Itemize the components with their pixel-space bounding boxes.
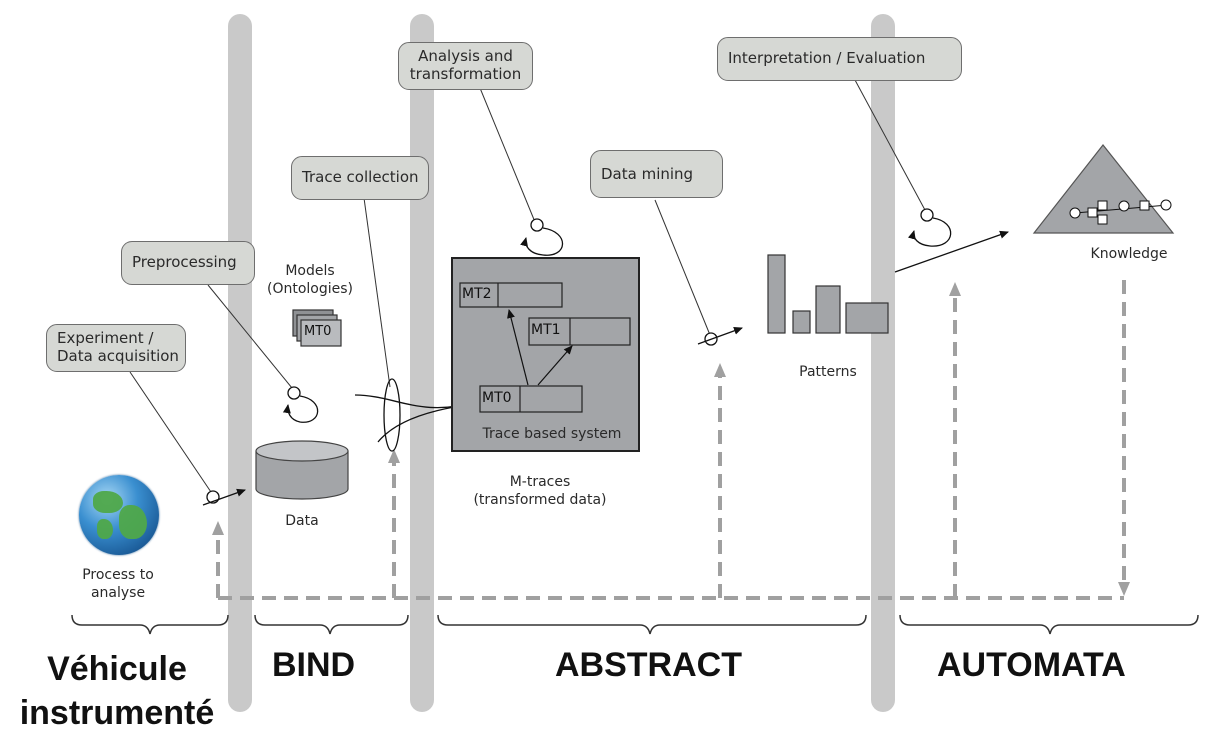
mt2-label: MT2 [462,286,492,302]
mtraces-label: M-traces (transformed data) [455,473,625,509]
callout-analysis: Analysis and transformation [398,42,533,90]
globe-icon [79,475,159,555]
callout-interpretation-text: Interpretation / Evaluation [728,49,926,67]
feedback-loop [212,280,1130,600]
callout-preprocessing-text: Preprocessing [132,253,237,271]
trace-based-system-label: Trace based system [482,426,622,442]
phase-vehicule: Véhicule instrumenté [6,647,228,735]
patterns-label: Patterns [799,364,857,380]
callout-experiment-line1: Experiment / [57,329,154,347]
knowledge-label: Knowledge [1090,246,1168,262]
callout-experiment: Experiment / Data acquisition [46,324,186,372]
operator-symbols [202,208,1009,506]
callout-analysis-line1: Analysis and [418,47,513,65]
models-mt0-label: MT0 [304,324,332,339]
knowledge-triangle [1032,144,1175,234]
phase-abstract: ABSTRACT [555,646,742,684]
separator-band [410,14,434,712]
callout-analysis-line2: transformation [409,65,522,83]
callout-data-mining-text: Data mining [601,165,694,183]
models-stack [292,309,342,347]
process-label-line1: Process to [82,567,154,583]
data-label: Data [285,513,319,529]
callout-trace-collection: Trace collection [291,156,429,200]
callout-interpretation: Interpretation / Evaluation [717,37,962,81]
models-label-line2: (Ontologies) [266,281,353,297]
callout-preprocessing: Preprocessing [121,241,255,285]
patterns-bars [767,254,889,334]
models-label-line1: Models [285,263,335,279]
mt0-label: MT0 [482,390,512,406]
callout-leaders [129,79,926,496]
data-cylinder [255,440,349,500]
phase-braces [71,614,1199,635]
trace-based-system [451,257,640,452]
separator-band [871,14,895,712]
phase-vehicule-line2: instrumenté [19,694,215,732]
phase-automata: AUTOMATA [937,646,1126,684]
separator-band [228,14,252,712]
callout-trace-collection-text: Trace collection [302,168,419,186]
callout-experiment-line2: Data acquisition [57,347,179,365]
models-label: Models (Ontologies) [254,262,366,298]
callout-data-mining: Data mining [590,150,723,198]
phase-bind: BIND [272,646,356,684]
process-label-line2: analyse [90,585,146,601]
mtraces-label-line2: (transformed data) [473,492,607,508]
mt1-label: MT1 [531,322,561,338]
phase-vehicule-line1: Véhicule [47,650,187,688]
process-label: Process to analyse [58,566,178,602]
mtraces-label-line1: M-traces [509,474,571,490]
